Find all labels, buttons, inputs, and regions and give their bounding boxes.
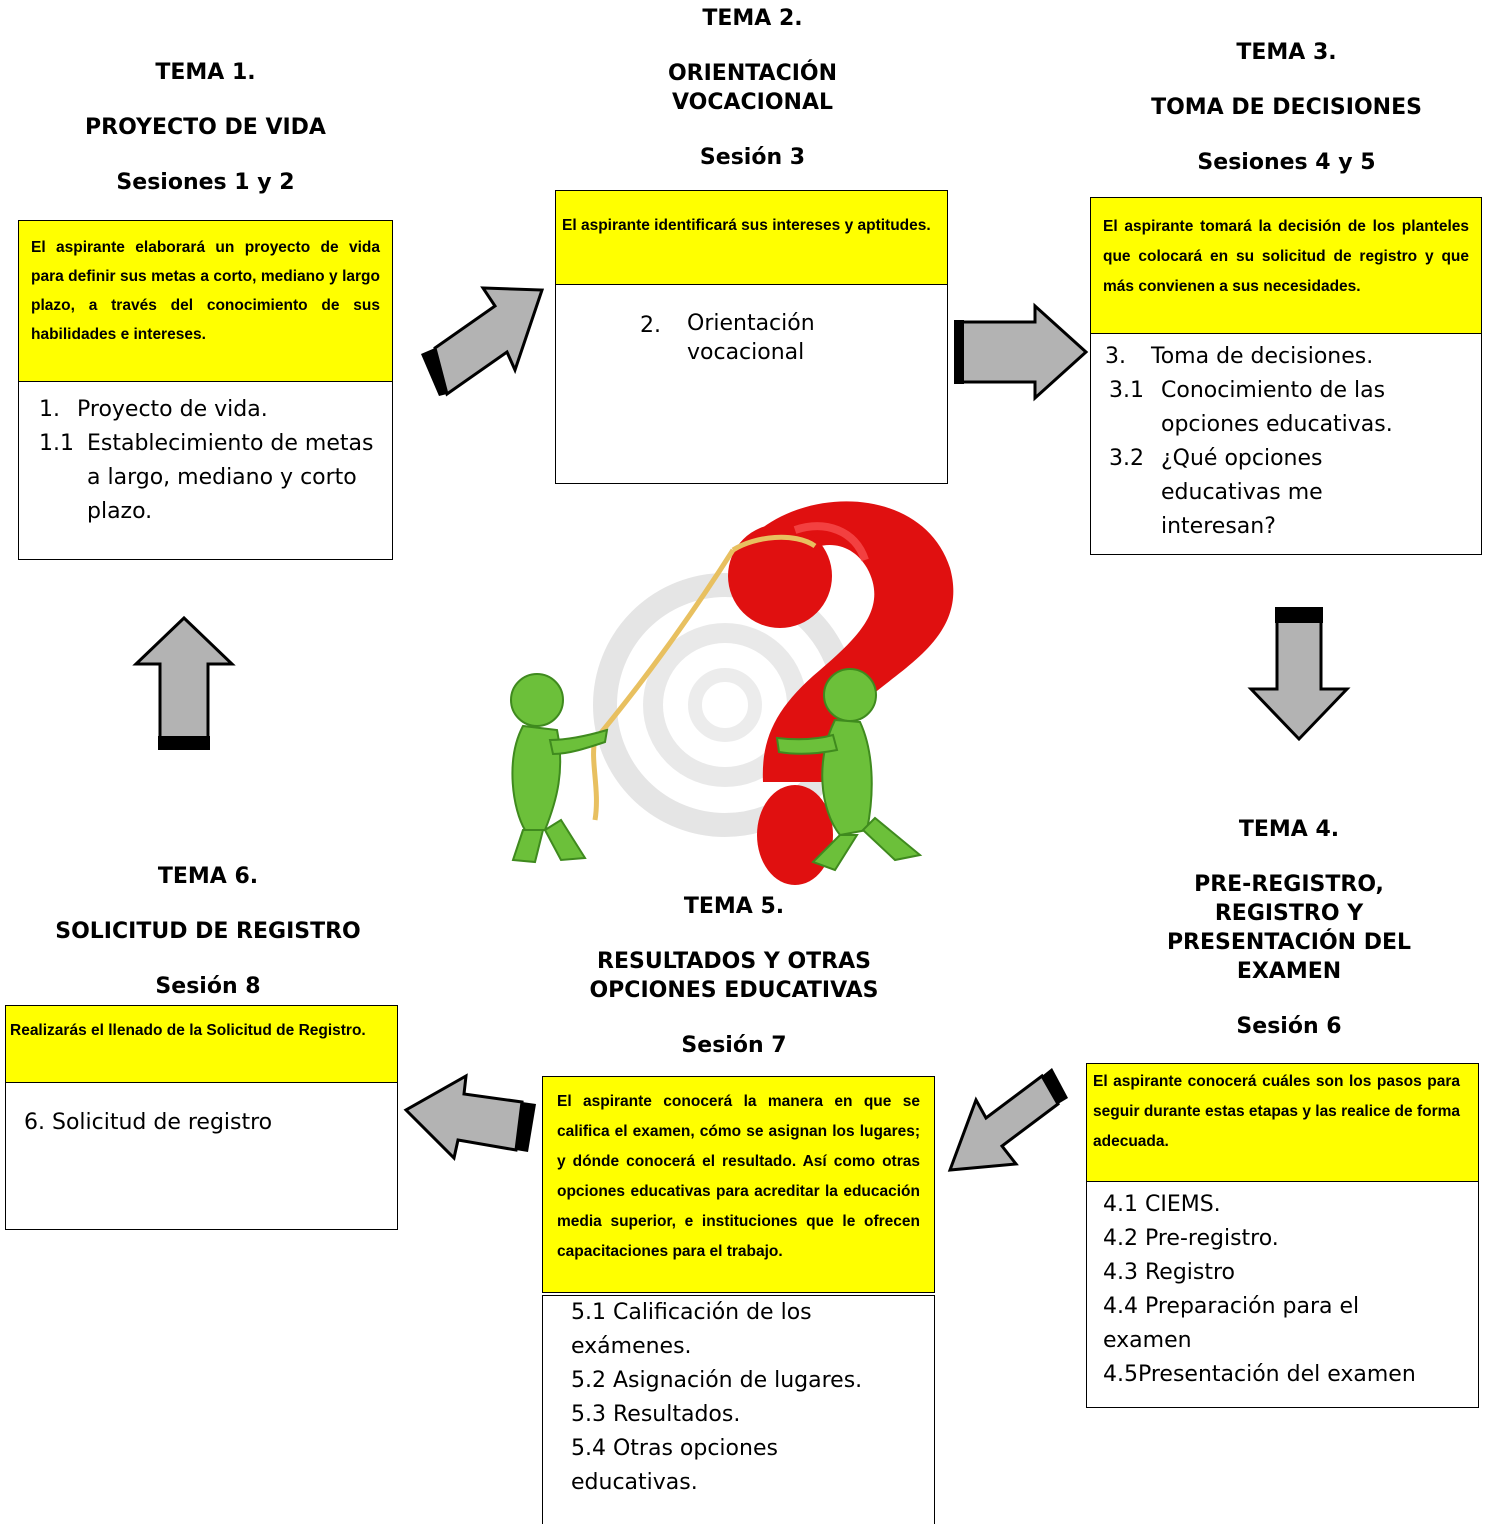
tema-3-heading: TEMA 3. TOMA DE DECISIONES Sesiones 4 y … [1090,38,1483,177]
tema-4-title-line-4: EXAMEN [1236,959,1342,984]
tema-5-objective: El aspirante conocerá la manera en que s… [543,1077,934,1292]
topic-item: 4.4 Preparación para el examen [1103,1294,1360,1353]
topic-item: 3.2 ¿Qué opciones educativas me interesa… [1105,442,1471,544]
tema-3-objective: El aspirante tomará la decisión de los p… [1091,198,1481,334]
tema-6-topics: 6. Solicitud de registro [24,1106,397,1140]
topic-text: Orientación vocacional [687,311,815,365]
topic-text: Establecimiento de metas a largo, median… [87,431,374,524]
topic-text: ¿Qué opciones educativas me interesan? [1161,446,1323,539]
tema-1-objective: El aspirante elaborará un proyecto de vi… [19,221,392,382]
tema-3-title: TOMA DE DECISIONES [1151,95,1422,120]
tema-4-session: Sesión 6 [1236,1014,1342,1039]
tema-4-title-line-3: PRESENTACIÓN DEL [1166,930,1412,955]
tema-5-topics: 5.1 Calificación de los exámenes. 5.2 As… [571,1296,904,1500]
tema-6-box: Realizarás el llenado de la Solicitud de… [5,1005,398,1230]
topic-item: 5.4 Otras opciones educativas. [571,1436,778,1495]
topic-text: Conocimiento de las opciones educativas. [1161,378,1393,437]
tema-2-title-line-1: ORIENTACIÓN [667,61,838,86]
tema-6-number: TEMA 6. [157,864,259,889]
topic-item: 2. Orientación vocacional [640,309,887,367]
topic-text: Toma de decisiones. [1151,344,1374,369]
arrow-tema1-to-tema2-icon [421,286,545,397]
topic-number: 1. [39,397,60,422]
topic-number: 3.1 [1109,378,1144,403]
tema-3-topics: 3. Toma de decisiones. 3.1 Conocimiento … [1105,340,1471,544]
tema-3-session: Sesiones 4 y 5 [1197,150,1376,175]
topic-item: 1. Proyecto de vida. [39,393,392,427]
tema-6-session: Sesión 8 [155,974,261,999]
tema-5-title-line-2: OPCIONES EDUCATIVAS [589,978,879,1003]
tema-1-number: TEMA 1. [155,60,256,85]
tema-2-number: TEMA 2. [702,6,803,31]
topic-number: 2. [640,313,661,338]
tema-2-topics: 2. Orientación vocacional [640,309,887,367]
tema-4-objective: El aspirante conocerá cuáles son los pas… [1087,1064,1478,1182]
red-question-mark-icon [728,501,954,885]
tema-3-number: TEMA 3. [1236,40,1337,65]
rope-icon [591,534,817,821]
arrow-tema5-to-tema6-icon [403,1073,536,1161]
topic-item: 5.1 Calificación de los exámenes. [571,1300,812,1359]
green-figure-left-icon [510,673,609,864]
arrow-tema3-to-tema4-icon [1247,607,1351,742]
question-mark-illustration [510,501,954,885]
tema-5-title-line-1: RESULTADOS Y OTRAS [597,949,871,974]
topic-item: 5.3 Resultados. [571,1402,741,1427]
tema-1-title: PROYECTO DE VIDA [85,115,326,140]
tema-6-title: SOLICITUD DE REGISTRO [55,919,361,944]
topic-number: 3. [1105,344,1126,369]
arrow-tema4-to-tema5-icon [947,1068,1068,1172]
topic-item: 4.2 Pre-registro. [1103,1226,1279,1251]
topic-item: 3.1 Conocimiento de las opciones educati… [1105,374,1471,442]
tema-1-box: El aspirante elaborará un proyecto de vi… [18,220,393,560]
topic-number: 3.2 [1109,446,1144,471]
topic-item: 6. Solicitud de registro [24,1110,273,1135]
topic-item: 5.2 Asignación de lugares. [571,1368,863,1393]
tema-2-objective: El aspirante identificará sus intereses … [556,191,947,285]
tema-1-heading: TEMA 1. PROYECTO DE VIDA Sesiones 1 y 2 [18,58,393,197]
tema-4-title-line-2: REGISTRO Y [1214,901,1364,926]
topic-text: Proyecto de vida. [77,397,268,422]
tema-4-topics: 4.1 CIEMS. 4.2 Pre-registro. 4.3 Registr… [1103,1188,1470,1392]
tema-1-topics: 1. Proyecto de vida. 1.1 Establecimiento… [19,393,392,529]
green-figure-right-icon [775,668,923,872]
tema-5-objective-box: El aspirante conocerá la manera en que s… [542,1076,935,1293]
tema-2-box: El aspirante identificará sus intereses … [555,190,948,484]
topic-item: 1.1 Establecimiento de metas a largo, me… [39,427,377,529]
tema-2-session: Sesión 3 [699,145,806,170]
tema-2-title-line-2: VOCACIONAL [671,90,833,115]
tema-4-number: TEMA 4. [1238,817,1340,842]
tema-5-heading: TEMA 5. RESULTADOS Y OTRAS OPCIONES EDUC… [540,892,928,1060]
tema-1-session: Sesiones 1 y 2 [116,170,295,195]
arrow-tema6-to-tema1-icon [132,615,236,750]
topic-item: 4.3 Registro [1103,1260,1235,1285]
tema-6-heading: TEMA 6. SOLICITUD DE REGISTRO Sesión 8 [18,862,398,1001]
topic-item: 4.1 CIEMS. [1103,1192,1221,1217]
tema-4-title-line-1: PRE-REGISTRO, [1194,872,1384,897]
tema-4-heading: TEMA 4. PRE-REGISTRO, REGISTRO Y PRESENT… [1090,815,1488,1041]
topic-item: 3. Toma de decisiones. [1105,340,1471,374]
tema-6-objective: Realizarás el llenado de la Solicitud de… [6,1006,397,1083]
tema-2-heading: TEMA 2. ORIENTACIÓN VOCACIONAL Sesión 3 [555,4,950,172]
arrow-tema2-to-tema3-icon [954,302,1089,402]
tema-3-box: El aspirante tomará la decisión de los p… [1090,197,1482,555]
tema-5-session: Sesión 7 [681,1033,787,1058]
topic-number: 1.1 [39,431,74,456]
tema-4-box: El aspirante conocerá cuáles son los pas… [1086,1063,1479,1408]
tema-5-topics-box: 5.1 Calificación de los exámenes. 5.2 As… [542,1295,935,1524]
topic-item: 4.5Presentación del examen [1103,1362,1416,1387]
tema-5-number: TEMA 5. [683,894,785,919]
